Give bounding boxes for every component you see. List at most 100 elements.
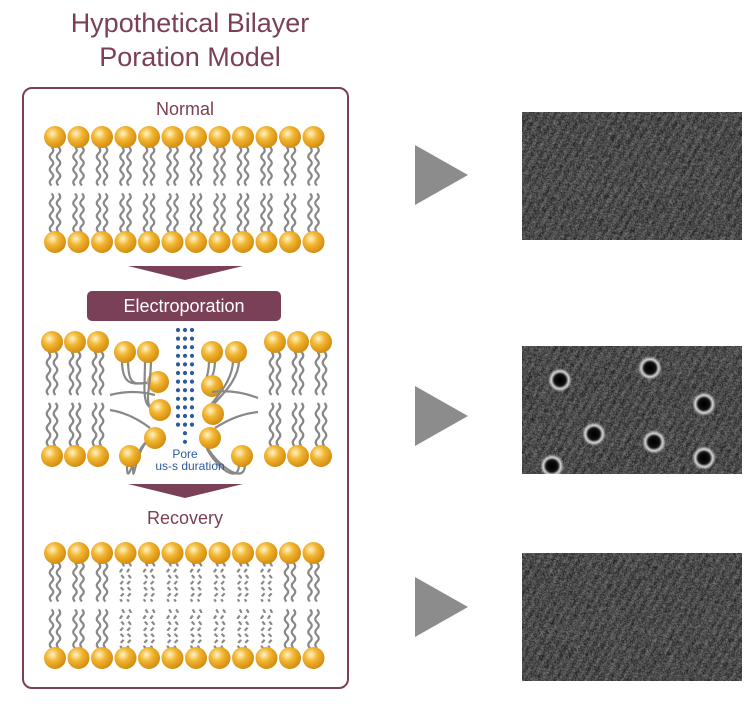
lipid-tail: [220, 608, 226, 649]
lipid-tail: [307, 192, 313, 233]
lipid-tail: [220, 562, 226, 603]
lipid-head: [287, 445, 309, 467]
lipid-tail: [52, 402, 59, 447]
lipid-tail: [314, 146, 320, 187]
lipid-head: [279, 647, 301, 669]
pore-dot: [182, 370, 188, 376]
lipid-tail: [220, 192, 226, 233]
lipid-tail: [98, 351, 105, 396]
lipid-tail: [290, 608, 297, 649]
lipid-head: [91, 542, 113, 564]
lipid-tail: [189, 562, 196, 603]
lipid-head: [87, 331, 109, 353]
pore-dots: [175, 327, 195, 444]
lipid-tail: [196, 608, 203, 649]
lipid-head: [64, 445, 86, 467]
micrograph-electroporated-texture: [522, 346, 742, 474]
lipid-tail: [166, 146, 172, 187]
micrograph-normal: [522, 112, 742, 240]
lipid-tail: [55, 146, 62, 187]
lipid-tail: [196, 192, 203, 233]
lipid-tail: [126, 608, 132, 649]
lipid-tail: [220, 146, 226, 187]
lipid-tail: [142, 192, 149, 233]
lipid-head: [302, 542, 325, 564]
lipid-tail: [243, 562, 250, 603]
pore-dot: [189, 370, 195, 376]
lipid-head: [114, 126, 137, 148]
lipid-tail: [48, 608, 55, 649]
lipid-tail: [79, 192, 85, 233]
lipid-head: [310, 445, 332, 467]
lipid-tail: [275, 351, 282, 396]
lipid-tail: [45, 351, 52, 396]
pore-dot: [189, 362, 195, 367]
lipid-tail: [95, 192, 102, 233]
lipid-head: [232, 231, 254, 253]
lipid-head: [114, 341, 136, 363]
lipid-tail: [102, 192, 109, 233]
lipid-head: [44, 231, 66, 253]
lipid-tail: [243, 146, 250, 187]
pore-dot: [175, 396, 181, 401]
lipid-tail: [91, 351, 98, 396]
lipid-tail: [52, 351, 59, 396]
label-normal: Normal: [155, 99, 214, 119]
lipid-tail: [307, 146, 313, 187]
lipid-tail: [102, 562, 109, 603]
lipid-tail: [260, 562, 266, 603]
pore-dot: [182, 327, 188, 333]
lipid-tail: [283, 562, 290, 603]
lipid-tail: [119, 146, 125, 187]
lipid-head: [199, 427, 221, 449]
lipid-head: [202, 403, 224, 425]
normal-bilayer: [44, 126, 325, 253]
lipid-tail: [126, 146, 132, 187]
lipid-tail: [260, 146, 266, 187]
lipid-tail: [291, 351, 298, 396]
lipid-head: [232, 647, 254, 669]
lipid-tail: [260, 192, 266, 233]
lipid-tail: [55, 608, 62, 649]
lipid-tail: [126, 192, 132, 233]
lipid-tail: [213, 146, 219, 187]
lipid-head: [67, 647, 90, 669]
lipid-head: [114, 231, 137, 253]
lipid-head: [138, 647, 160, 669]
pore-dot: [189, 379, 195, 384]
lipid-tail: [95, 562, 102, 603]
lipid-head: [185, 231, 207, 253]
pore-dot: [189, 413, 195, 419]
lipid-tail: [275, 402, 282, 447]
pore-dot: [175, 405, 181, 410]
lipid-tail: [196, 562, 203, 603]
lipid-tail: [79, 562, 85, 603]
lipid-head: [149, 399, 171, 421]
pore-dot: [175, 413, 181, 419]
lipid-tail: [166, 608, 172, 649]
lipid-tail: [72, 192, 78, 233]
lipid-tail: [48, 562, 55, 603]
lipid-head: [201, 341, 223, 363]
lipid-tail: [290, 562, 297, 603]
pore-dot: [182, 405, 188, 410]
pore-dot: [175, 370, 181, 376]
lipid-tail: [236, 608, 243, 649]
lipid-tail: [213, 608, 219, 649]
lipid-tail: [267, 146, 273, 187]
pore-dot: [189, 405, 195, 410]
lipid-head: [44, 647, 66, 669]
lipid-head: [91, 231, 113, 253]
lipid-tail: [173, 192, 179, 233]
lipid-tail: [298, 402, 305, 447]
lipid-head: [185, 647, 207, 669]
lipid-tail: [267, 562, 273, 603]
lipid-head: [185, 126, 207, 148]
lipid-head: [161, 126, 184, 148]
lipid-tail: [142, 146, 149, 187]
lipid-tail: [166, 562, 172, 603]
lipid-tail: [213, 562, 219, 603]
lipid-tail: [260, 608, 266, 649]
right-arrow-3: [415, 577, 468, 637]
lipid-tail: [189, 146, 196, 187]
